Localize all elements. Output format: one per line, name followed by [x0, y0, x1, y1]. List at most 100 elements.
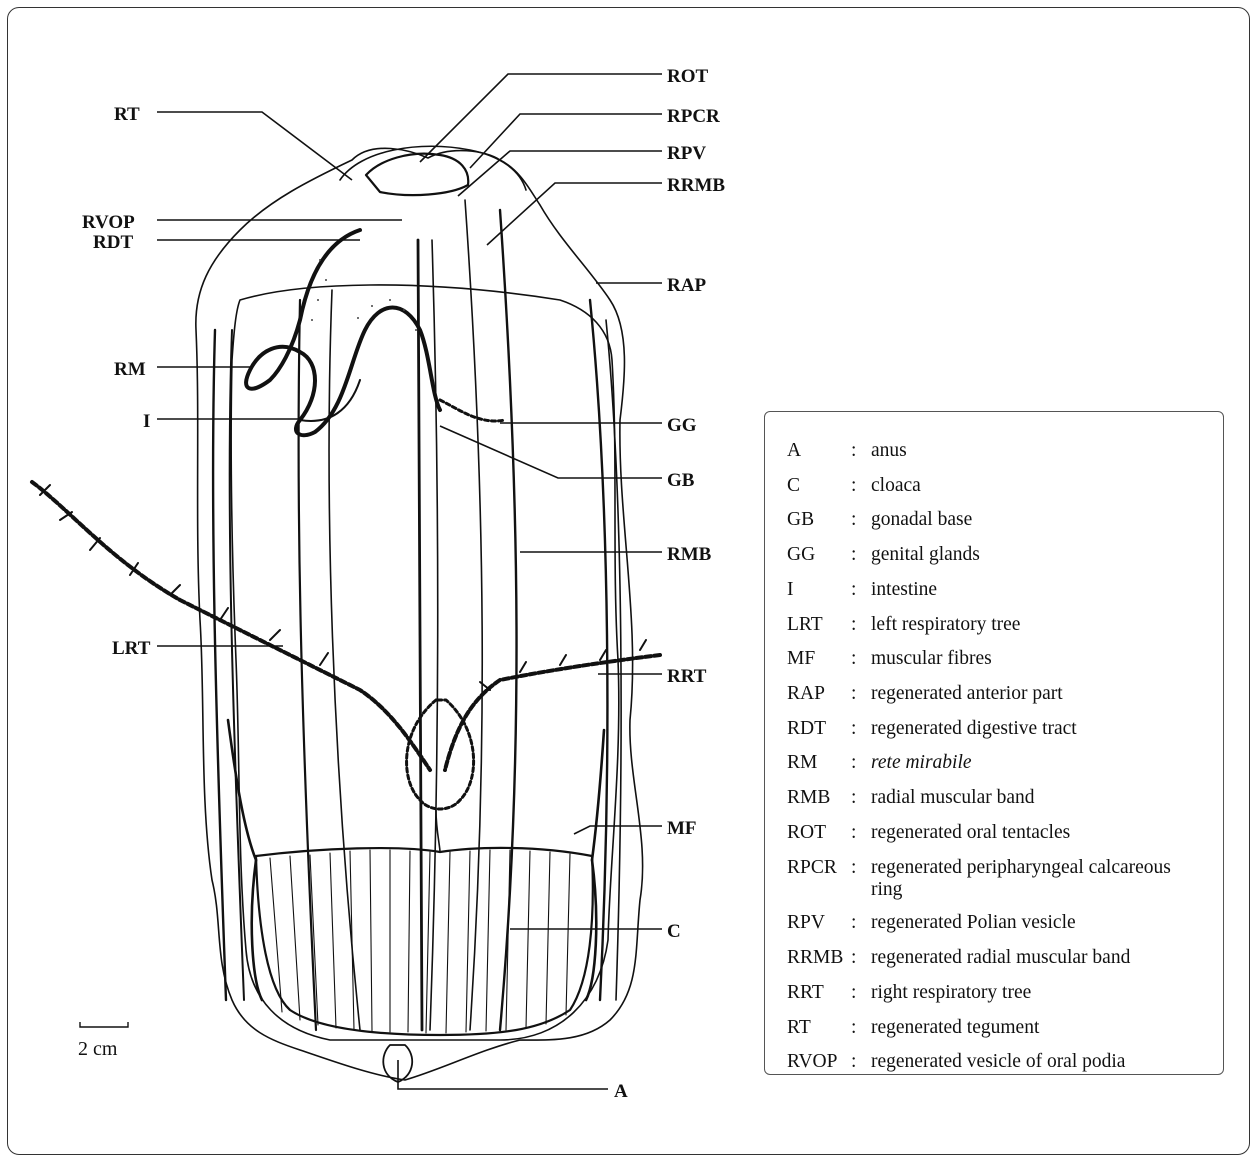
leader-RT — [157, 112, 352, 180]
legend-abbr: A — [787, 434, 851, 469]
label-GG: GG — [667, 415, 697, 436]
legend-abbr: RM — [787, 746, 851, 781]
legend-colon: : — [851, 746, 871, 781]
legend-abbr: C — [787, 469, 851, 504]
legend-abbr: RRT — [787, 976, 851, 1011]
legend-colon: : — [851, 976, 871, 1011]
legend-abbr: RVOP — [787, 1045, 851, 1080]
legend-abbr: MF — [787, 642, 851, 677]
legend-colon: : — [851, 434, 871, 469]
legend-description: rete mirabile — [871, 746, 1223, 781]
legend-colon: : — [851, 608, 871, 643]
legend-row: RPV:regenerated Polian vesicle — [787, 906, 1223, 941]
label-RMB: RMB — [667, 544, 712, 565]
label-RPCR: RPCR — [667, 106, 720, 127]
label-I: I — [143, 411, 150, 432]
legend-colon: : — [851, 906, 871, 941]
legend-colon: : — [851, 1045, 871, 1080]
label-RRT: RRT — [667, 666, 707, 687]
legend-row: RVOP:regenerated vesicle of oral podia — [787, 1045, 1223, 1080]
label-RRMB: RRMB — [667, 175, 725, 196]
legend-abbr: RRMB — [787, 941, 851, 976]
legend-row: GB:gonadal base — [787, 503, 1223, 538]
legend-colon: : — [851, 781, 871, 816]
legend-description: cloaca — [871, 469, 1223, 504]
label-RT: RT — [114, 104, 140, 125]
leader-MF — [574, 826, 662, 834]
legend-abbr: RPV — [787, 906, 851, 941]
legend-row: RM:rete mirabile — [787, 746, 1223, 781]
digestive-loop — [246, 230, 440, 435]
legend-row: RRT:right respiratory tree — [787, 976, 1223, 1011]
legend-description: right respiratory tree — [871, 976, 1223, 1011]
legend-row: RMB:radial muscular band — [787, 781, 1223, 816]
left-respiratory-tree — [32, 482, 430, 770]
legend-row: A:anus — [787, 434, 1223, 469]
legend-abbr: ROT — [787, 816, 851, 851]
legend-description: regenerated vesicle of oral podia — [871, 1045, 1223, 1080]
legend-row: ROT:regenerated oral tentacles — [787, 816, 1223, 851]
legend-description: regenerated Polian vesicle — [871, 906, 1223, 941]
legend-colon: : — [851, 1011, 871, 1046]
legend-colon: : — [851, 573, 871, 608]
legend-row: C:cloaca — [787, 469, 1223, 504]
legend-description: intestine — [871, 573, 1223, 608]
legend-row: RT:regenerated tegument — [787, 1011, 1223, 1046]
legend-row: RDT:regenerated digestive tract — [787, 712, 1223, 747]
legend-description: regenerated anterior part — [871, 677, 1223, 712]
legend-abbr: RMB — [787, 781, 851, 816]
legend-abbr: LRT — [787, 608, 851, 643]
legend-description: muscular fibres — [871, 642, 1223, 677]
legend-abbr: RPCR — [787, 857, 851, 901]
legend-row: RPCR:regenerated peripharyngeal calcareo… — [787, 850, 1223, 906]
legend-description: radial muscular band — [871, 781, 1223, 816]
legend-abbr: GG — [787, 538, 851, 573]
leader-RRMB — [487, 183, 662, 245]
legend-colon: : — [851, 503, 871, 538]
legend-abbr: GB — [787, 503, 851, 538]
leader-GB — [440, 426, 662, 478]
legend-description: genital glands — [871, 538, 1223, 573]
legend-row: MF:muscular fibres — [787, 642, 1223, 677]
legend-colon: : — [851, 816, 871, 851]
legend-row: I:intestine — [787, 573, 1223, 608]
label-RVOP: RVOP — [82, 212, 135, 233]
right-respiratory-tree — [445, 655, 660, 770]
label-MF: MF — [667, 818, 697, 839]
legend-description: regenerated radial muscular band — [871, 941, 1223, 976]
label-GB: GB — [667, 470, 695, 491]
legend-description: regenerated peripharyngeal calcareous ri… — [871, 857, 1223, 901]
legend-colon: : — [851, 469, 871, 504]
label-RAP: RAP — [667, 275, 706, 296]
legend-row: GG:genital glands — [787, 538, 1223, 573]
legend-abbr: RAP — [787, 677, 851, 712]
scale-bar-label: 2 cm — [78, 1038, 118, 1060]
legend-description: regenerated digestive tract — [871, 712, 1223, 747]
legend-abbr: I — [787, 573, 851, 608]
legend-row: RAP:regenerated anterior part — [787, 677, 1223, 712]
label-RPV: RPV — [667, 143, 706, 164]
legend-row: LRT:left respiratory tree — [787, 608, 1223, 643]
label-RDT: RDT — [93, 232, 133, 253]
legend-abbr: RDT — [787, 712, 851, 747]
legend-colon: : — [851, 712, 871, 747]
legend-description: regenerated tegument — [871, 1011, 1223, 1046]
legend-colon: : — [851, 642, 871, 677]
leader-A — [398, 1060, 608, 1089]
scale-bar — [80, 1022, 128, 1027]
legend-abbr: RT — [787, 1011, 851, 1046]
legend-colon: : — [851, 677, 871, 712]
legend-description: anus — [871, 434, 1223, 469]
label-LRT: LRT — [112, 638, 151, 659]
label-A: A — [614, 1081, 628, 1102]
legend-colon: : — [851, 941, 871, 976]
label-RM: RM — [114, 359, 146, 380]
legend-description: gonadal base — [871, 503, 1223, 538]
label-ROT: ROT — [667, 66, 709, 87]
legend-row: RRMB:regenerated radial muscular band — [787, 941, 1223, 976]
label-C: C — [667, 921, 681, 942]
leader-ROT — [420, 74, 662, 162]
legend-colon: : — [851, 857, 871, 901]
leader-RPV — [458, 151, 662, 196]
